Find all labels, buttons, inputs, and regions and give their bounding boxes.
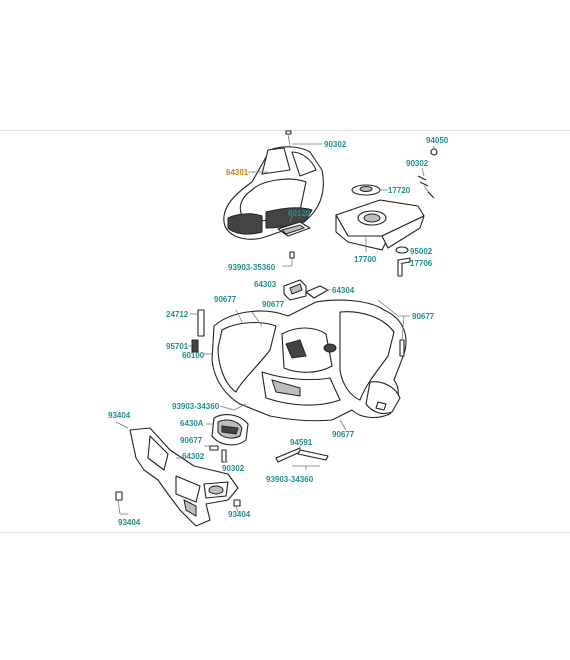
part-label: 93903-35360 (228, 263, 276, 272)
front-lower-cover-64302-part (129, 427, 239, 527)
front-fender-60100-part (204, 299, 407, 422)
part-labels: 90302 94050 64301 90302 17720 60120 9500… (108, 136, 449, 527)
screws-93404 (115, 421, 241, 515)
part-label: 90302 (324, 140, 347, 149)
part-label: 17720 (388, 186, 411, 195)
part-label: 93903-34360 (266, 475, 314, 484)
part-label: 95701 (166, 342, 189, 351)
part-label: 93404 (108, 411, 131, 420)
part-label: 90677 (180, 436, 203, 445)
part-label: 90302 (406, 159, 429, 168)
rod-17706-part (395, 246, 411, 277)
clips-90677-right (235, 299, 410, 431)
cover-64303-part (283, 279, 307, 301)
clip-90677-under-headlight (204, 445, 228, 463)
part-label: 93404 (228, 510, 251, 519)
front-upper-cover-part (223, 146, 324, 240)
part-label: 6430A (180, 419, 204, 428)
headlight-6430A-part (206, 403, 249, 446)
part-label: 60120 (288, 209, 311, 218)
part-label: 93404 (118, 518, 141, 527)
part-label: 90677 (332, 430, 355, 439)
part-label: 90677 (262, 300, 285, 309)
cover-64304-part (305, 285, 330, 299)
part-label: 64302 (182, 452, 205, 461)
fasteners-right-top (417, 146, 438, 199)
part-label: 90677 (214, 295, 237, 304)
part-label: 24712 (166, 310, 189, 319)
cap-17720-part (351, 184, 388, 196)
screw-90302-top (285, 130, 322, 147)
part-label: 60100 (182, 351, 205, 360)
brackets-94591-part (275, 446, 329, 470)
part-label: 94591 (290, 438, 313, 447)
part-label: 95002 (410, 247, 433, 256)
part-label: 93903-34360 (172, 402, 220, 411)
storage-tray-17700-part (335, 199, 425, 252)
bracket-60120-part (277, 215, 311, 237)
part-label: 94050 (426, 136, 449, 145)
part-label-highlighted: 64301 (226, 168, 249, 177)
rod-24712-part (188, 309, 205, 353)
part-label: 17706 (410, 259, 433, 268)
part-label: 17700 (354, 255, 377, 264)
part-label: 64304 (332, 286, 355, 295)
screw-93903-35360 (282, 251, 295, 267)
part-label: 64303 (254, 280, 277, 289)
diagram-frame (0, 130, 570, 533)
part-label: 90302 (222, 464, 245, 473)
part-label: 90677 (412, 312, 435, 321)
